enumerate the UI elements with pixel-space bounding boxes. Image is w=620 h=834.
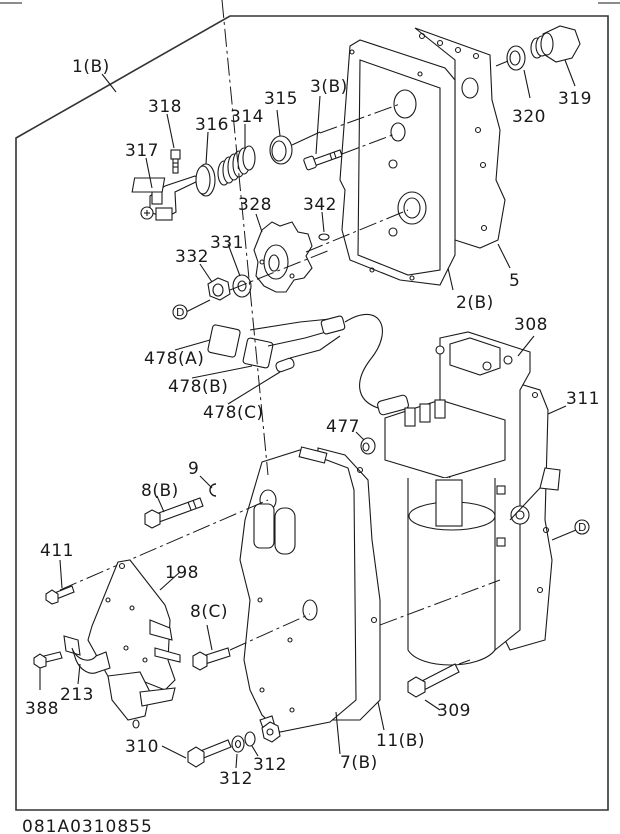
callout-labels: 1(B) 318 316 314 315 317 3(B) 320 319 32… [25,57,600,789]
callout-318: 318 [148,97,182,117]
callout-319: 319 [558,89,592,109]
drawing-code: 081A0310855 [22,817,153,834]
assembly-frame [15,15,609,811]
connector-marker-d-left-label: D [176,306,184,319]
callout-11B: 11(B) [376,731,425,751]
part-320-washer [506,45,526,71]
callout-312-a: 312 [219,769,253,789]
part-319-plug [530,25,581,63]
part-314-spring [217,145,256,186]
part-328-gear [253,221,313,293]
part-388-bolt [33,651,63,669]
part-316-cap [195,163,216,197]
part-8C-bolt [192,647,231,671]
part-411-bolt [45,585,75,605]
callout-478B: 478(B) [168,377,228,397]
callout-213: 213 [60,685,94,705]
callout-3B: 3(B) [310,77,348,97]
callout-2B: 2(B) [456,293,494,313]
callout-198: 198 [165,563,199,583]
connector-marker-d-right-label: D [578,521,586,534]
part-309-bolt [407,663,460,698]
callout-309: 309 [437,701,471,721]
callout-7B: 7(B) [340,753,378,773]
callout-320: 320 [512,107,546,127]
callout-478A: 478(A) [144,349,204,369]
part-310-bolt [187,739,232,768]
callout-8B: 8(B) [141,481,179,501]
part-318-bolt [170,149,181,174]
part-317-bracket [131,175,202,221]
callout-317: 317 [125,141,159,161]
part-8B-bolt [144,497,204,529]
callout-312-b: 312 [253,755,287,775]
callout-1B: 1(B) [72,57,110,77]
part-7B-cover [239,446,357,737]
callout-332: 332 [175,247,209,267]
part-312-washer-a [231,735,245,753]
callout-388: 388 [25,699,59,719]
callout-5: 5 [509,271,520,291]
leader-lines [39,59,576,769]
callout-316: 316 [195,115,229,135]
part-331-washer [232,274,252,298]
callout-308: 308 [514,315,548,335]
part-478-harness [207,313,409,416]
part-9-clip [209,483,217,497]
part-342-key [318,233,330,241]
callout-9: 9 [188,459,199,479]
callout-328: 328 [238,195,272,215]
part-315-seat [269,135,293,165]
connector-marker-d-right [574,519,590,535]
connector-marker-d-left [172,304,188,320]
part-308-actuator [384,331,561,666]
part-nut [261,721,281,743]
callout-331: 331 [210,233,244,253]
part-477-grommet [360,437,376,455]
part-213-clamp [63,635,111,674]
callout-8C: 8(C) [190,602,228,622]
part-332-nut [207,277,231,301]
part-3B-bolt [303,149,343,171]
callout-411: 411 [40,541,74,561]
callout-477: 477 [326,417,360,437]
callout-311: 311 [566,389,600,409]
part-2B-housing [339,39,456,286]
part-312-washer-b [244,731,256,747]
callout-342: 342 [303,195,337,215]
callout-314: 314 [230,107,264,127]
callout-478C: 478(C) [203,403,264,423]
part-198-bracket [87,559,181,729]
callout-315: 315 [264,89,298,109]
callout-310: 310 [125,737,159,757]
